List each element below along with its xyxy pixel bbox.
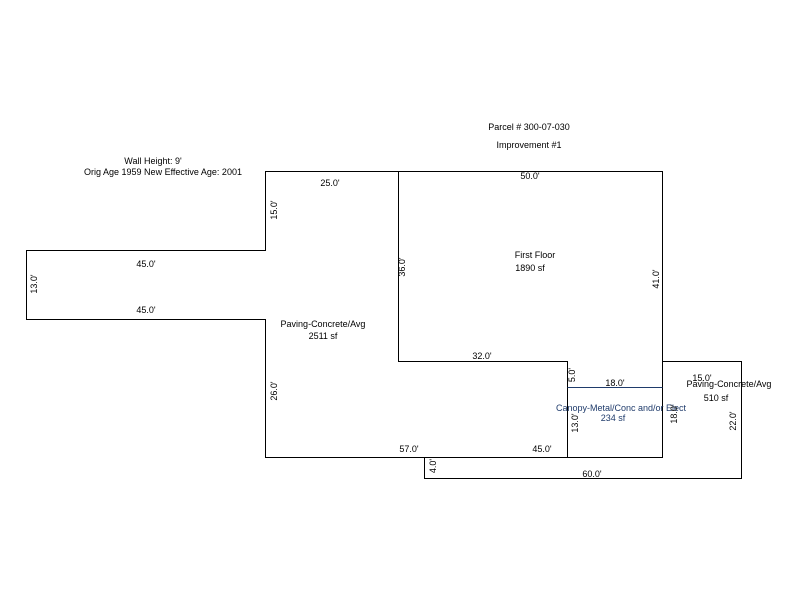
dim-4: 4.0' xyxy=(428,459,438,474)
dim-15-left: 15.0' xyxy=(269,200,279,220)
first-floor-name: First Floor xyxy=(515,250,556,260)
paving-right-size: 510 sf xyxy=(704,393,729,403)
dim-41: 41.0' xyxy=(651,269,661,289)
dim-13-canopy: 13.0' xyxy=(570,413,580,433)
first-floor-outline xyxy=(398,171,568,458)
canopy-size: 234 sf xyxy=(601,413,626,423)
dim-18-vertical: 18.0' xyxy=(669,404,679,424)
dim-26: 26.0' xyxy=(269,381,279,401)
dim-45-top: 45.0' xyxy=(136,259,156,269)
main-outline xyxy=(26,171,663,458)
paving-right-outline xyxy=(424,361,742,479)
wall-height-label: Wall Height: 9' xyxy=(124,156,182,166)
dim-22: 22.0' xyxy=(728,411,738,431)
paving-right-name: Paving-Concrete/Avg xyxy=(687,379,772,389)
dim-60: 60.0' xyxy=(582,469,602,479)
dim-45-bottom: 45.0' xyxy=(136,305,156,315)
age-label: Orig Age 1959 New Effective Age: 2001 xyxy=(84,167,242,177)
dim-18-horizontal: 18.0' xyxy=(605,378,625,388)
dim-13-left: 13.0' xyxy=(29,274,39,294)
dim-25: 25.0' xyxy=(320,178,340,188)
dim-50: 50.0' xyxy=(520,171,540,181)
dim-5: 5.0' xyxy=(567,368,577,383)
improvement-label: Improvement #1 xyxy=(496,140,561,150)
parcel-number: Parcel # 300-07-030 xyxy=(488,122,570,132)
dim-15-right: 15.0' xyxy=(692,373,712,383)
canopy-name: Canopy-Metal/Conc and/or Elect xyxy=(556,403,687,413)
dim-36: 36.0' xyxy=(397,257,407,277)
paving-main-size: 2511 sf xyxy=(309,331,338,341)
paving-main-name: Paving-Concrete/Avg xyxy=(281,319,366,329)
dim-45-mid: 45.0' xyxy=(532,444,552,454)
dim-57: 57.0' xyxy=(399,444,419,454)
dim-32: 32.0' xyxy=(472,351,492,361)
first-floor-size: 1890 sf xyxy=(515,263,545,273)
